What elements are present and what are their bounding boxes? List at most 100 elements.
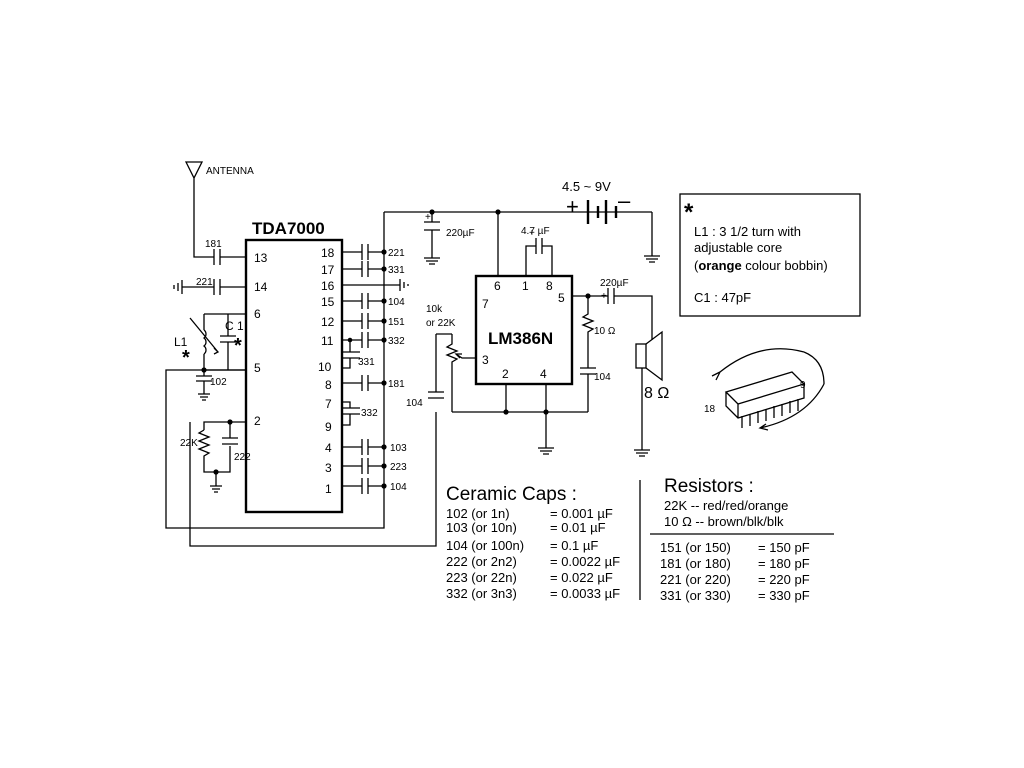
cap-221: 221 <box>388 248 405 259</box>
note-c1-key: C1 <box>694 290 711 305</box>
lm-pin-3: 3 <box>482 353 489 367</box>
cap-221-in: 221 <box>196 277 213 288</box>
note-c1-line: C1 : 47pF <box>694 290 751 305</box>
r10-label: 10 Ω <box>594 326 616 337</box>
ceramic-val-4: = 0.022 µF <box>550 570 613 585</box>
ceramic-code-4: 223 (or 22n) <box>446 570 517 585</box>
c1-star: * <box>234 335 242 357</box>
cap-104b: 104 <box>390 482 407 493</box>
note-l1-line2: adjustable core <box>694 240 782 255</box>
pin-2: 2 <box>254 414 261 428</box>
pin-15: 15 <box>321 295 335 309</box>
cap-332: 332 <box>388 336 405 347</box>
ceramic-val-0: = 0.001 µF <box>550 506 613 521</box>
lm-pin-6: 6 <box>494 279 501 293</box>
pin-12: 12 <box>321 315 335 329</box>
c47-plus: + <box>529 228 535 239</box>
lm-pin-7: 7 <box>482 297 489 311</box>
ceramic-caps-table: Ceramic Caps : 102 (or 1n) = 0.001 µF 10… <box>446 480 641 601</box>
lm386-chip: LM386N 6 1 8 7 5 3 2 4 <box>474 274 574 386</box>
l1-star: * <box>182 347 190 369</box>
note-l1-line3: (orange colour bobbin) <box>694 258 828 273</box>
lm-pin-5: 5 <box>558 291 565 305</box>
pin-8: 8 <box>325 378 332 392</box>
c220b-plus: + <box>601 291 607 302</box>
tda7000-chip: TDA7000 <box>244 219 344 514</box>
ceramic-code-3: 222 (or 2n2) <box>446 554 517 569</box>
note-c1-rest: : 47pF <box>711 290 752 305</box>
antenna-label: ANTENNA <box>206 166 254 177</box>
cap-331: 331 <box>388 265 405 276</box>
ceramic-code-0: 102 (or 1n) <box>446 506 510 521</box>
speaker-label: 8 Ω <box>644 385 669 402</box>
cap-331b: 331 <box>358 357 375 368</box>
pin-11: 11 <box>321 334 334 348</box>
note-bobbin: colour bobbin) <box>742 258 828 273</box>
cap-102: 102 <box>210 377 227 388</box>
tda-right-pins: 18 17 16 15 12 11 10 8 7 9 4 3 1 <box>318 246 335 496</box>
note-paren: ( <box>694 258 699 273</box>
antenna-section: ANTENNA 181 221 <box>173 161 254 295</box>
battery-minus: – <box>618 188 631 213</box>
pf-code-2: 221 (or 220) <box>660 572 731 587</box>
tda-cap-labels: 221 331 104 151 332 331 181 332 103 223 … <box>358 248 407 493</box>
cap-104-pot: 104 <box>406 398 423 409</box>
note-l1-rest: : 3 1/2 turn with <box>708 224 801 239</box>
pf-code-0: 151 (or 150) <box>660 540 731 555</box>
l1-label: L1 <box>174 335 188 349</box>
pin-10: 10 <box>318 360 332 374</box>
cap-104: 104 <box>388 297 405 308</box>
pf-code-1: 181 (or 180) <box>660 556 731 571</box>
lm-pin-4: 4 <box>540 367 547 381</box>
speaker: 8 Ω <box>634 330 669 457</box>
ceramic-code-5: 332 (or 3n3) <box>446 586 517 601</box>
cap-103: 103 <box>390 443 407 454</box>
lm386-wiring: + 4.7 µF 220µF + 10 Ω 104 10k or 22K 104 <box>406 226 653 455</box>
c220a-plus: + <box>425 212 431 223</box>
resistor-line-0: 22K -- red/red/orange <box>664 498 788 513</box>
pin18-label: 18 <box>704 404 716 415</box>
pin-3: 3 <box>325 461 332 475</box>
pin-13: 13 <box>254 251 268 265</box>
ceramic-title: Ceramic Caps : <box>446 484 577 505</box>
ceramic-val-1: = 0.01 µF <box>550 520 606 535</box>
c220a-label: 220µF <box>446 228 475 239</box>
battery-plus: + <box>566 194 579 219</box>
pot-label-2: or 22K <box>426 318 456 329</box>
pin-7: 7 <box>325 397 332 411</box>
note-orange: orange <box>698 258 741 273</box>
supply-section: + 220µF 4.5 ~ 9V + – <box>424 179 660 276</box>
tda-left-pins: 13 14 6 5 2 <box>254 251 268 428</box>
pin-6: 6 <box>254 307 261 321</box>
cap-332b: 332 <box>361 408 378 419</box>
note-l1-line1: L1 : 3 1/2 turn with <box>694 224 801 239</box>
pf-val-2: = 220 pF <box>758 572 810 587</box>
cap-104-out: 104 <box>594 372 611 383</box>
note-box: * L1 : 3 1/2 turn with adjustable core (… <box>679 193 861 317</box>
cap-181: 181 <box>388 379 405 390</box>
c1-label: C 1 <box>225 319 244 333</box>
c47-label: 4.7 µF <box>521 226 550 237</box>
pf-val-3: = 330 pF <box>758 588 810 603</box>
resistor-line-1: 10 Ω -- brown/blk/blk <box>664 514 784 529</box>
ceramic-val-5: = 0.0033 µF <box>550 586 620 601</box>
pf-val-0: = 150 pF <box>758 540 810 555</box>
pin-17: 17 <box>321 263 335 277</box>
supply-label: 4.5 ~ 9V <box>562 179 611 194</box>
r22k-label: 22K <box>180 438 198 449</box>
tank-circuit: L1 * C 1 * 102 <box>174 313 246 401</box>
pin-4: 4 <box>325 441 332 455</box>
pot-label-1: 10k <box>426 304 443 315</box>
ceramic-val-3: = 0.0022 µF <box>550 554 620 569</box>
cap-222: 222 <box>234 452 251 463</box>
note-l1-key: L1 <box>694 224 708 239</box>
ceramic-code-2: 104 (or 100n) <box>446 538 524 553</box>
cap-223: 223 <box>390 462 407 473</box>
ceramic-code-1: 103 (or 10n) <box>446 520 517 535</box>
pin-14: 14 <box>254 280 268 294</box>
pf-code-3: 331 (or 330) <box>660 588 731 603</box>
pin9-label: 9 <box>800 380 806 391</box>
pin-18: 18 <box>321 246 335 260</box>
ceramic-val-2: = 0.1 µF <box>550 538 598 553</box>
